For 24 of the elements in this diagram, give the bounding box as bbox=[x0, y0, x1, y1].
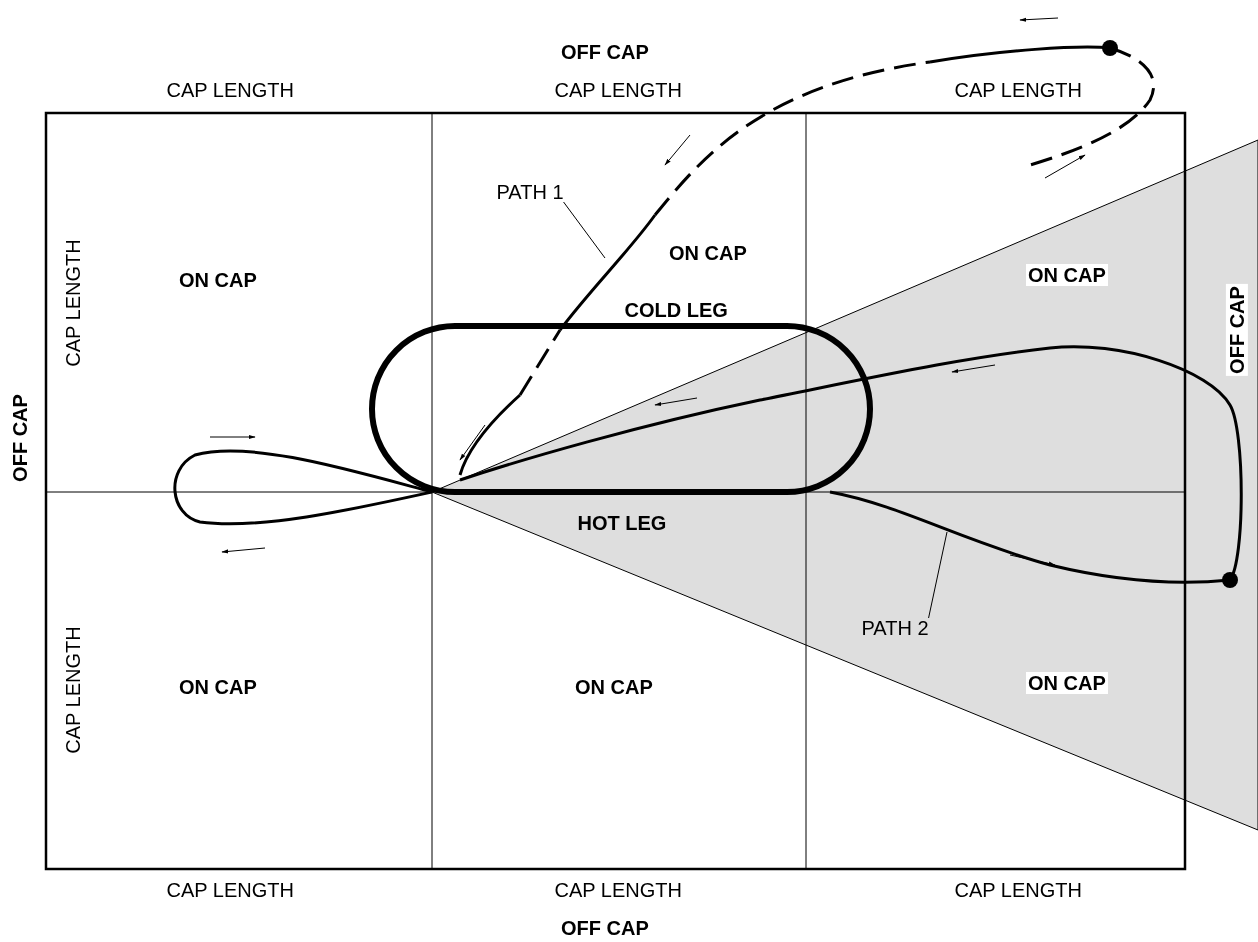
dimension-label: CAP LENGTH bbox=[62, 239, 83, 367]
dimension-label: CAP LENGTH bbox=[62, 626, 83, 754]
region-label: OFF CAP bbox=[561, 918, 649, 938]
region-label: OFF CAP bbox=[9, 394, 30, 482]
leader-line bbox=[928, 531, 948, 619]
region-label: COLD LEG bbox=[624, 300, 728, 320]
dimension-label: CAP LENGTH bbox=[166, 80, 294, 100]
dimension-label: CAP LENGTH bbox=[166, 880, 294, 900]
dimension-label: CAP LENGTH bbox=[954, 880, 1082, 900]
region-label: ON CAP bbox=[669, 243, 747, 263]
dimension-label: CAP LENGTH bbox=[554, 80, 682, 100]
region-label: ON CAP bbox=[179, 677, 257, 697]
region-label: OFF CAP bbox=[1225, 284, 1248, 376]
path-label: PATH 1 bbox=[496, 182, 564, 202]
dimension-label: CAP LENGTH bbox=[954, 80, 1082, 100]
region-label: ON CAP bbox=[179, 270, 257, 290]
region-label: HOT LEG bbox=[577, 513, 667, 533]
region-label: ON CAP bbox=[1026, 672, 1108, 694]
leader-line bbox=[563, 201, 606, 259]
dimension-label: CAP LENGTH bbox=[554, 880, 682, 900]
region-label: ON CAP bbox=[1026, 264, 1108, 286]
region-label: OFF CAP bbox=[561, 42, 649, 62]
region-label: ON CAP bbox=[575, 677, 653, 697]
path-label: PATH 2 bbox=[861, 618, 929, 638]
